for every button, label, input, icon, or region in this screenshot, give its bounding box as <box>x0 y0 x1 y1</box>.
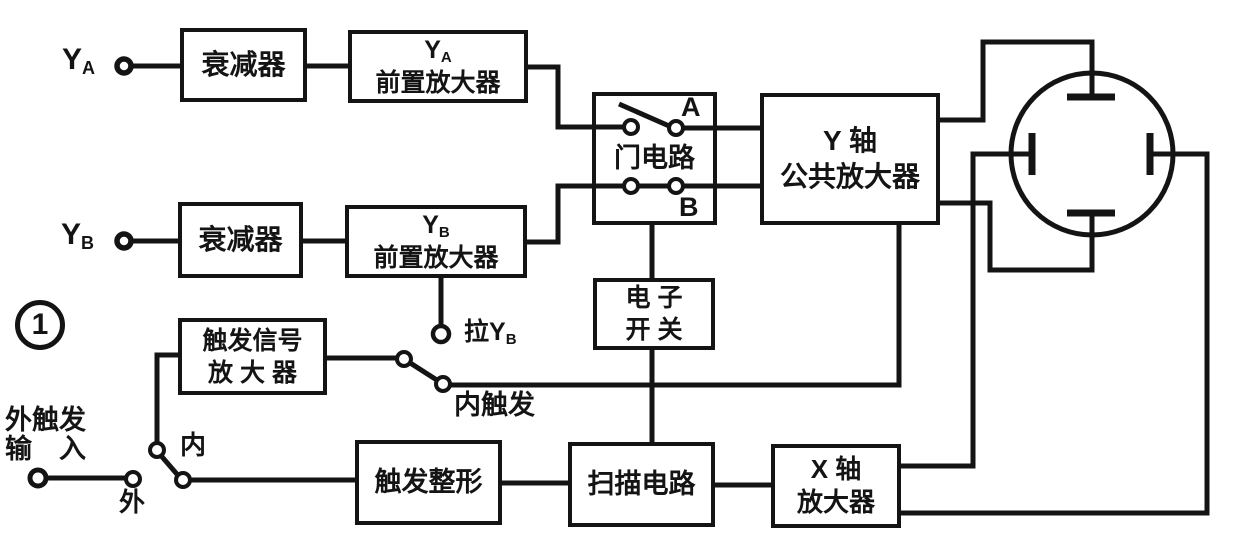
block-preamp-b-label: 前置放大器 <box>373 244 499 273</box>
block-trigger-shaper-label: 触发整形 <box>374 467 483 498</box>
block-x-amplifier-line2: 放大器 <box>796 487 875 517</box>
gate-contact-a-label: A <box>681 92 701 122</box>
block-sweep-circuit-label: 扫描电路 <box>587 469 696 500</box>
block-trigger-signal-amplifier: 触发信号 放 大 器 <box>178 318 327 395</box>
block-electronic-switch-line1: 电 子 <box>625 284 683 312</box>
block-y-amplifier-line1: Y 轴 <box>823 125 877 157</box>
wire-y-amplifier-to-top-plate <box>940 39 1095 123</box>
trigger-mode-switch-lever <box>155 449 184 482</box>
block-trigger-shaper: 触发整形 <box>355 440 502 525</box>
internal-trigger-label: 内触发 <box>454 390 535 420</box>
block-gate-circuit-label: 门电路 <box>614 143 695 174</box>
block-preamp-a: YA 前置放大器 <box>348 30 528 103</box>
block-x-axis-amplifier: X 轴 放大器 <box>771 444 901 528</box>
block-y-amplifier-line2: 公共放大器 <box>779 161 920 192</box>
input-b-label: YB <box>61 218 95 254</box>
external-trigger-input-label-line2: 输 入 <box>5 434 86 465</box>
figure-number-badge: 1 <box>15 300 65 350</box>
input-b-terminal <box>114 231 134 251</box>
external-trigger-input-terminal <box>27 467 49 489</box>
block-attenuator-b: 衰减器 <box>178 202 303 278</box>
trigger-source-contact-left <box>395 350 413 368</box>
block-trigger-amplifier-line2: 放 大 器 <box>208 358 297 387</box>
trigger-source-switch-lever <box>402 356 445 387</box>
pull-yb-label: 拉YB <box>464 318 517 349</box>
gate-contact-b-label: B <box>679 192 699 222</box>
block-preamp-b: YB 前置放大器 <box>345 205 527 278</box>
crt-envelope <box>1008 70 1176 238</box>
external-position-label: 外 <box>119 487 146 517</box>
external-contact <box>124 470 142 488</box>
wire-y-amplifier-to-bottom-plate <box>940 200 1095 273</box>
internal-position-label: 内 <box>180 430 207 460</box>
external-trigger-input-label: 外触发 输 入 <box>5 405 86 465</box>
block-preamp-a-title: YA <box>424 35 452 66</box>
block-y-axis-common-amplifier: Y 轴 公共放大器 <box>760 93 940 225</box>
block-preamp-a-label: 前置放大器 <box>375 69 501 98</box>
block-electronic-switch: 电 子 开 关 <box>593 278 715 350</box>
external-trigger-input-label-line1: 外触发 <box>5 405 86 435</box>
wire-x-amplifier-to-right-plate <box>901 151 1210 516</box>
pull-yb-terminal <box>430 323 452 345</box>
block-trigger-amplifier-line1: 触发信号 <box>202 326 303 355</box>
block-attenuator-b-label: 衰减器 <box>198 224 283 256</box>
block-preamp-b-title: YB <box>422 210 450 241</box>
figure-number: 1 <box>31 308 49 341</box>
switch-common-contact <box>174 471 192 489</box>
input-a-label: YA <box>62 43 96 79</box>
trigger-source-contact-right <box>434 375 452 393</box>
internal-contact <box>148 441 166 459</box>
block-attenuator-a: 衰减器 <box>180 28 307 102</box>
block-electronic-switch-line2: 开 关 <box>625 316 683 344</box>
block-attenuator-a-label: 衰减器 <box>201 49 286 81</box>
wire-trigger-amplifier-to-internal-contact <box>154 352 178 443</box>
block-x-amplifier-line1: X 轴 <box>810 453 862 484</box>
block-sweep-circuit: 扫描电路 <box>568 442 715 527</box>
input-a-terminal <box>114 56 134 76</box>
